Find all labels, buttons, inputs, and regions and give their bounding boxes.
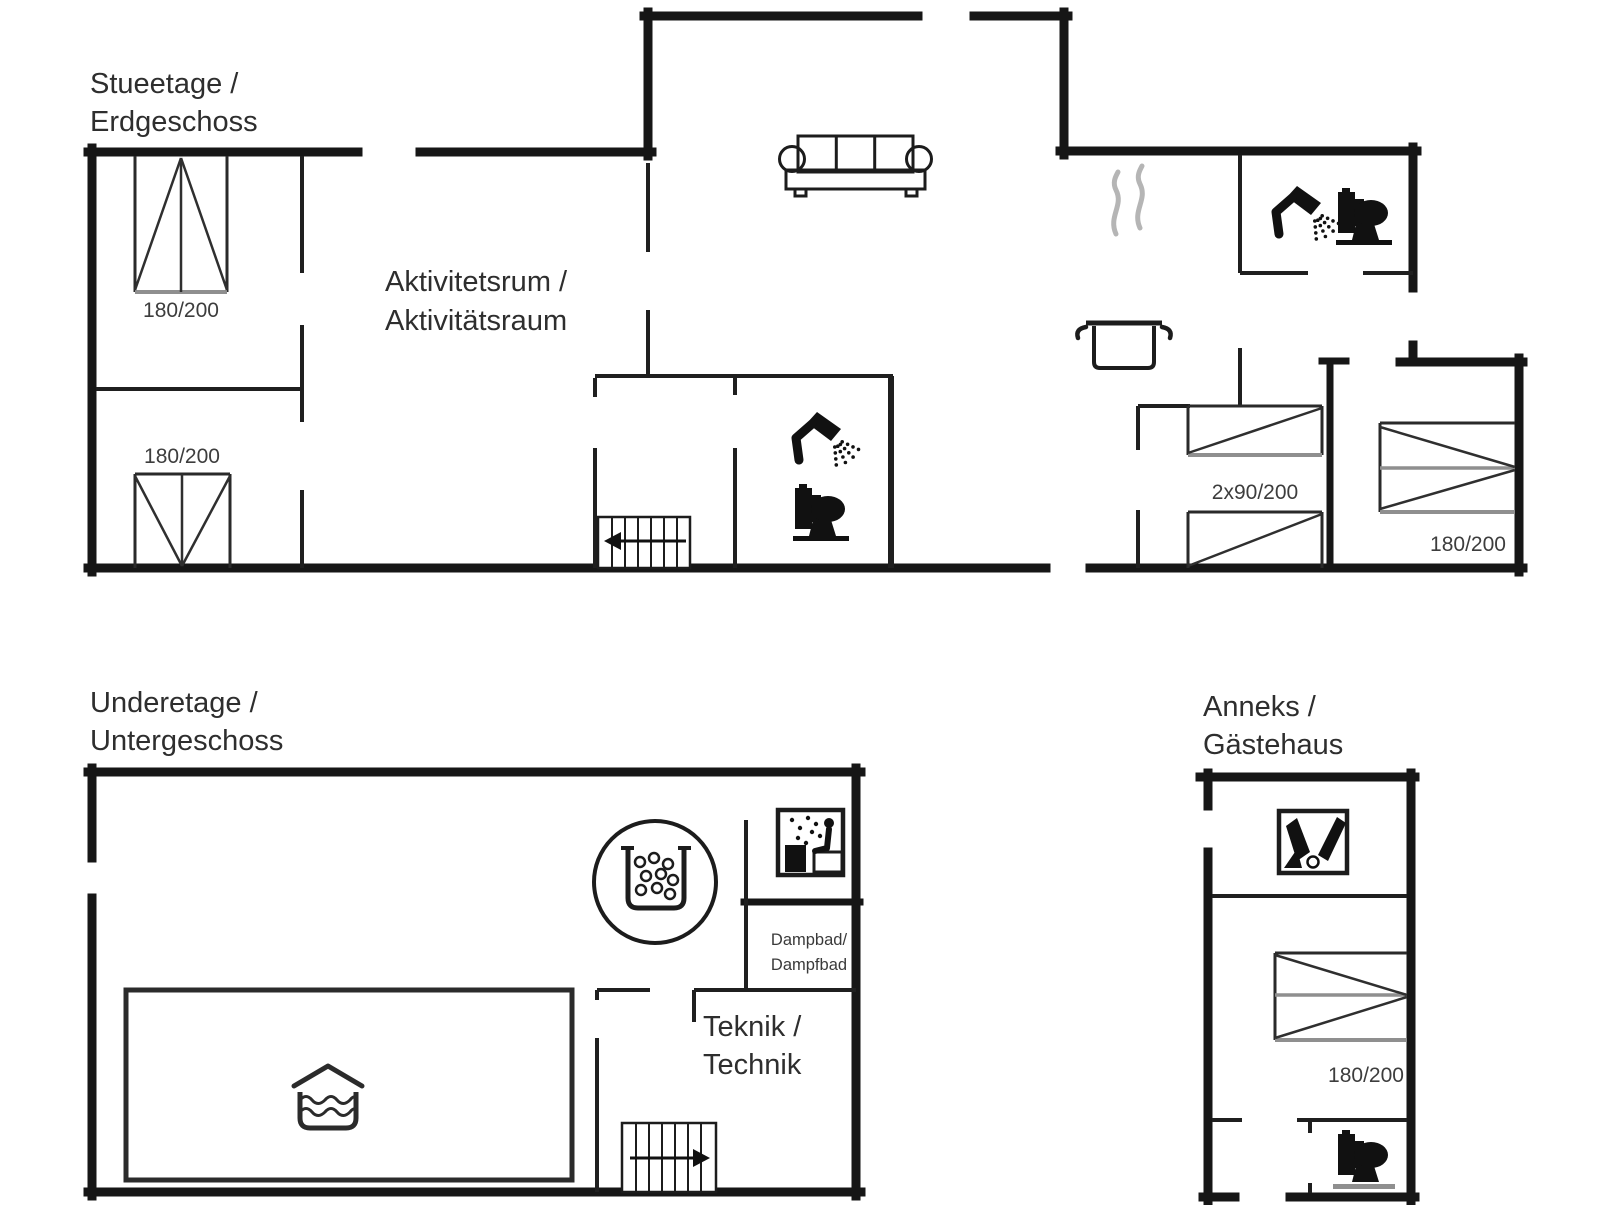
steam-bath-label-line1: Dampbad/ [771,931,848,949]
activity-room-label-line1: Aktivitetsrum / [385,266,568,298]
activity-room-label-line2: Aktivitätsraum [385,305,567,337]
annex-title-line2: Gästehaus [1203,729,1343,761]
ground-floor-title-line2: Erdgeschoss [90,106,258,138]
annex-title-line1: Anneks / [1203,691,1317,723]
technic-room-label-line1: Teknik / [703,1011,802,1043]
double-bed-2 [133,472,232,568]
bed2-size-label: 180/200 [144,445,220,468]
annex-building: Anneks / Gästehaus [1195,691,1420,1205]
annex-inner-walls [1212,894,1407,1193]
steam-bath-label-line2: Dampfbad [771,956,847,974]
bed4-size-label: 180/200 [1430,533,1506,556]
double-bed-3 [1378,421,1516,514]
toilet-icon [1333,1130,1395,1189]
wellness-icon [1276,808,1350,876]
annex-bed-size-label: 180/200 [1328,1064,1404,1087]
ground-floor-title-line1: Stueetage / [90,68,239,100]
ground-floor: Stueetage / Erdgeschoss [83,7,1528,577]
basement-floor: Underetage / Untergeschoss [83,687,866,1201]
shower-icon [1276,186,1340,241]
basement-outer-walls [83,763,866,1201]
toilet-icon [793,484,849,541]
single-bed-bottom [1186,510,1324,568]
shower-icon [796,412,860,467]
whirlpool-icon [592,819,718,945]
indoor-pool-icon [291,1063,365,1131]
stairs-up-icon [620,1121,718,1194]
pool-outline [123,987,575,1183]
annex-outer-walls [1195,768,1420,1205]
ground-floor-outer-walls [83,7,1528,577]
cooking-pot-icon [1075,163,1173,370]
bed3-size-label: 2x90/200 [1212,481,1298,504]
sofa-icon [778,134,933,198]
single-bed-top [1186,404,1324,457]
steam-sauna-icon [775,807,846,878]
double-bed-1 [133,156,229,294]
bed1-size-label: 180/200 [143,299,219,322]
basement-inner-walls [595,820,856,1192]
indoor-pool [123,987,575,1183]
technic-room-label-line2: Technik [703,1049,802,1081]
ground-floor-inner-walls [96,155,1413,568]
annex-double-bed [1273,951,1408,1042]
stairs-down-icon [596,515,692,570]
toilet-icon [1336,188,1392,245]
basement-title-line1: Underetage / [90,687,259,719]
basement-title-line2: Untergeschoss [90,725,283,757]
